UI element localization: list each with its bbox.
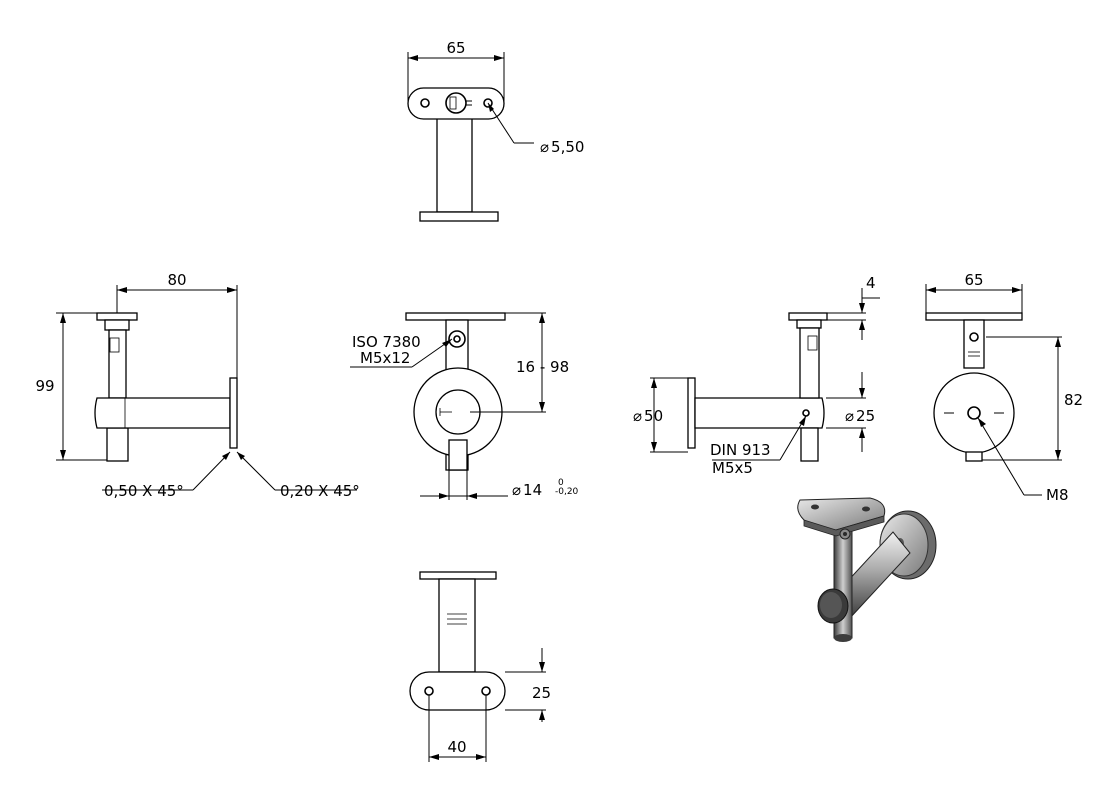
- gap-label: 4: [866, 274, 876, 292]
- base-diameter-label: ⌀50: [633, 407, 663, 425]
- tolerance-lower: -0,20: [555, 487, 579, 497]
- tolerance-upper: 0: [558, 478, 564, 488]
- setscrew-size-label: M5x5: [712, 459, 753, 477]
- bottom-height-label: 25: [532, 684, 551, 702]
- tube-diameter-label: ⌀25: [845, 407, 875, 425]
- chamfer-left-label: 0,50 X 45°: [104, 482, 184, 500]
- screw-iso-label: ISO 7380: [352, 333, 421, 351]
- rear-height-label: 82: [1064, 391, 1083, 409]
- front-view: 16 - 98 ISO 7380 M5x12 ⌀14 0 -0,20: [350, 312, 579, 500]
- top-hole-label: ⌀5,50: [540, 138, 584, 156]
- diameter-label: ⌀14: [512, 481, 542, 499]
- setscrew-din-label: DIN 913: [710, 441, 771, 459]
- right-side-view: ⌀50 4 ⌀25 DIN 913 M5x5: [633, 274, 880, 477]
- side-height-label: 99: [35, 377, 54, 395]
- top-view: 65 ⌀5,50: [407, 39, 584, 222]
- bracket-3d-view-icon: [797, 497, 937, 642]
- rear-width-label: 65: [964, 271, 983, 289]
- rear-view: 65 82 M8: [925, 271, 1083, 504]
- side-width-label: 80: [167, 271, 186, 289]
- chamfer-right-label: 0,20 X 45°: [280, 482, 360, 500]
- bottom-view: 25 40: [409, 571, 551, 762]
- adjust-range-label: 16 - 98: [516, 358, 569, 376]
- thread-label: M8: [1046, 486, 1069, 504]
- hole-spacing-label: 40: [447, 738, 466, 756]
- top-width-label: 65: [446, 39, 465, 57]
- screw-size-label: M5x12: [360, 349, 410, 367]
- side-view: 80 99 0,50 X 45° 0,20 X 45°: [35, 271, 359, 500]
